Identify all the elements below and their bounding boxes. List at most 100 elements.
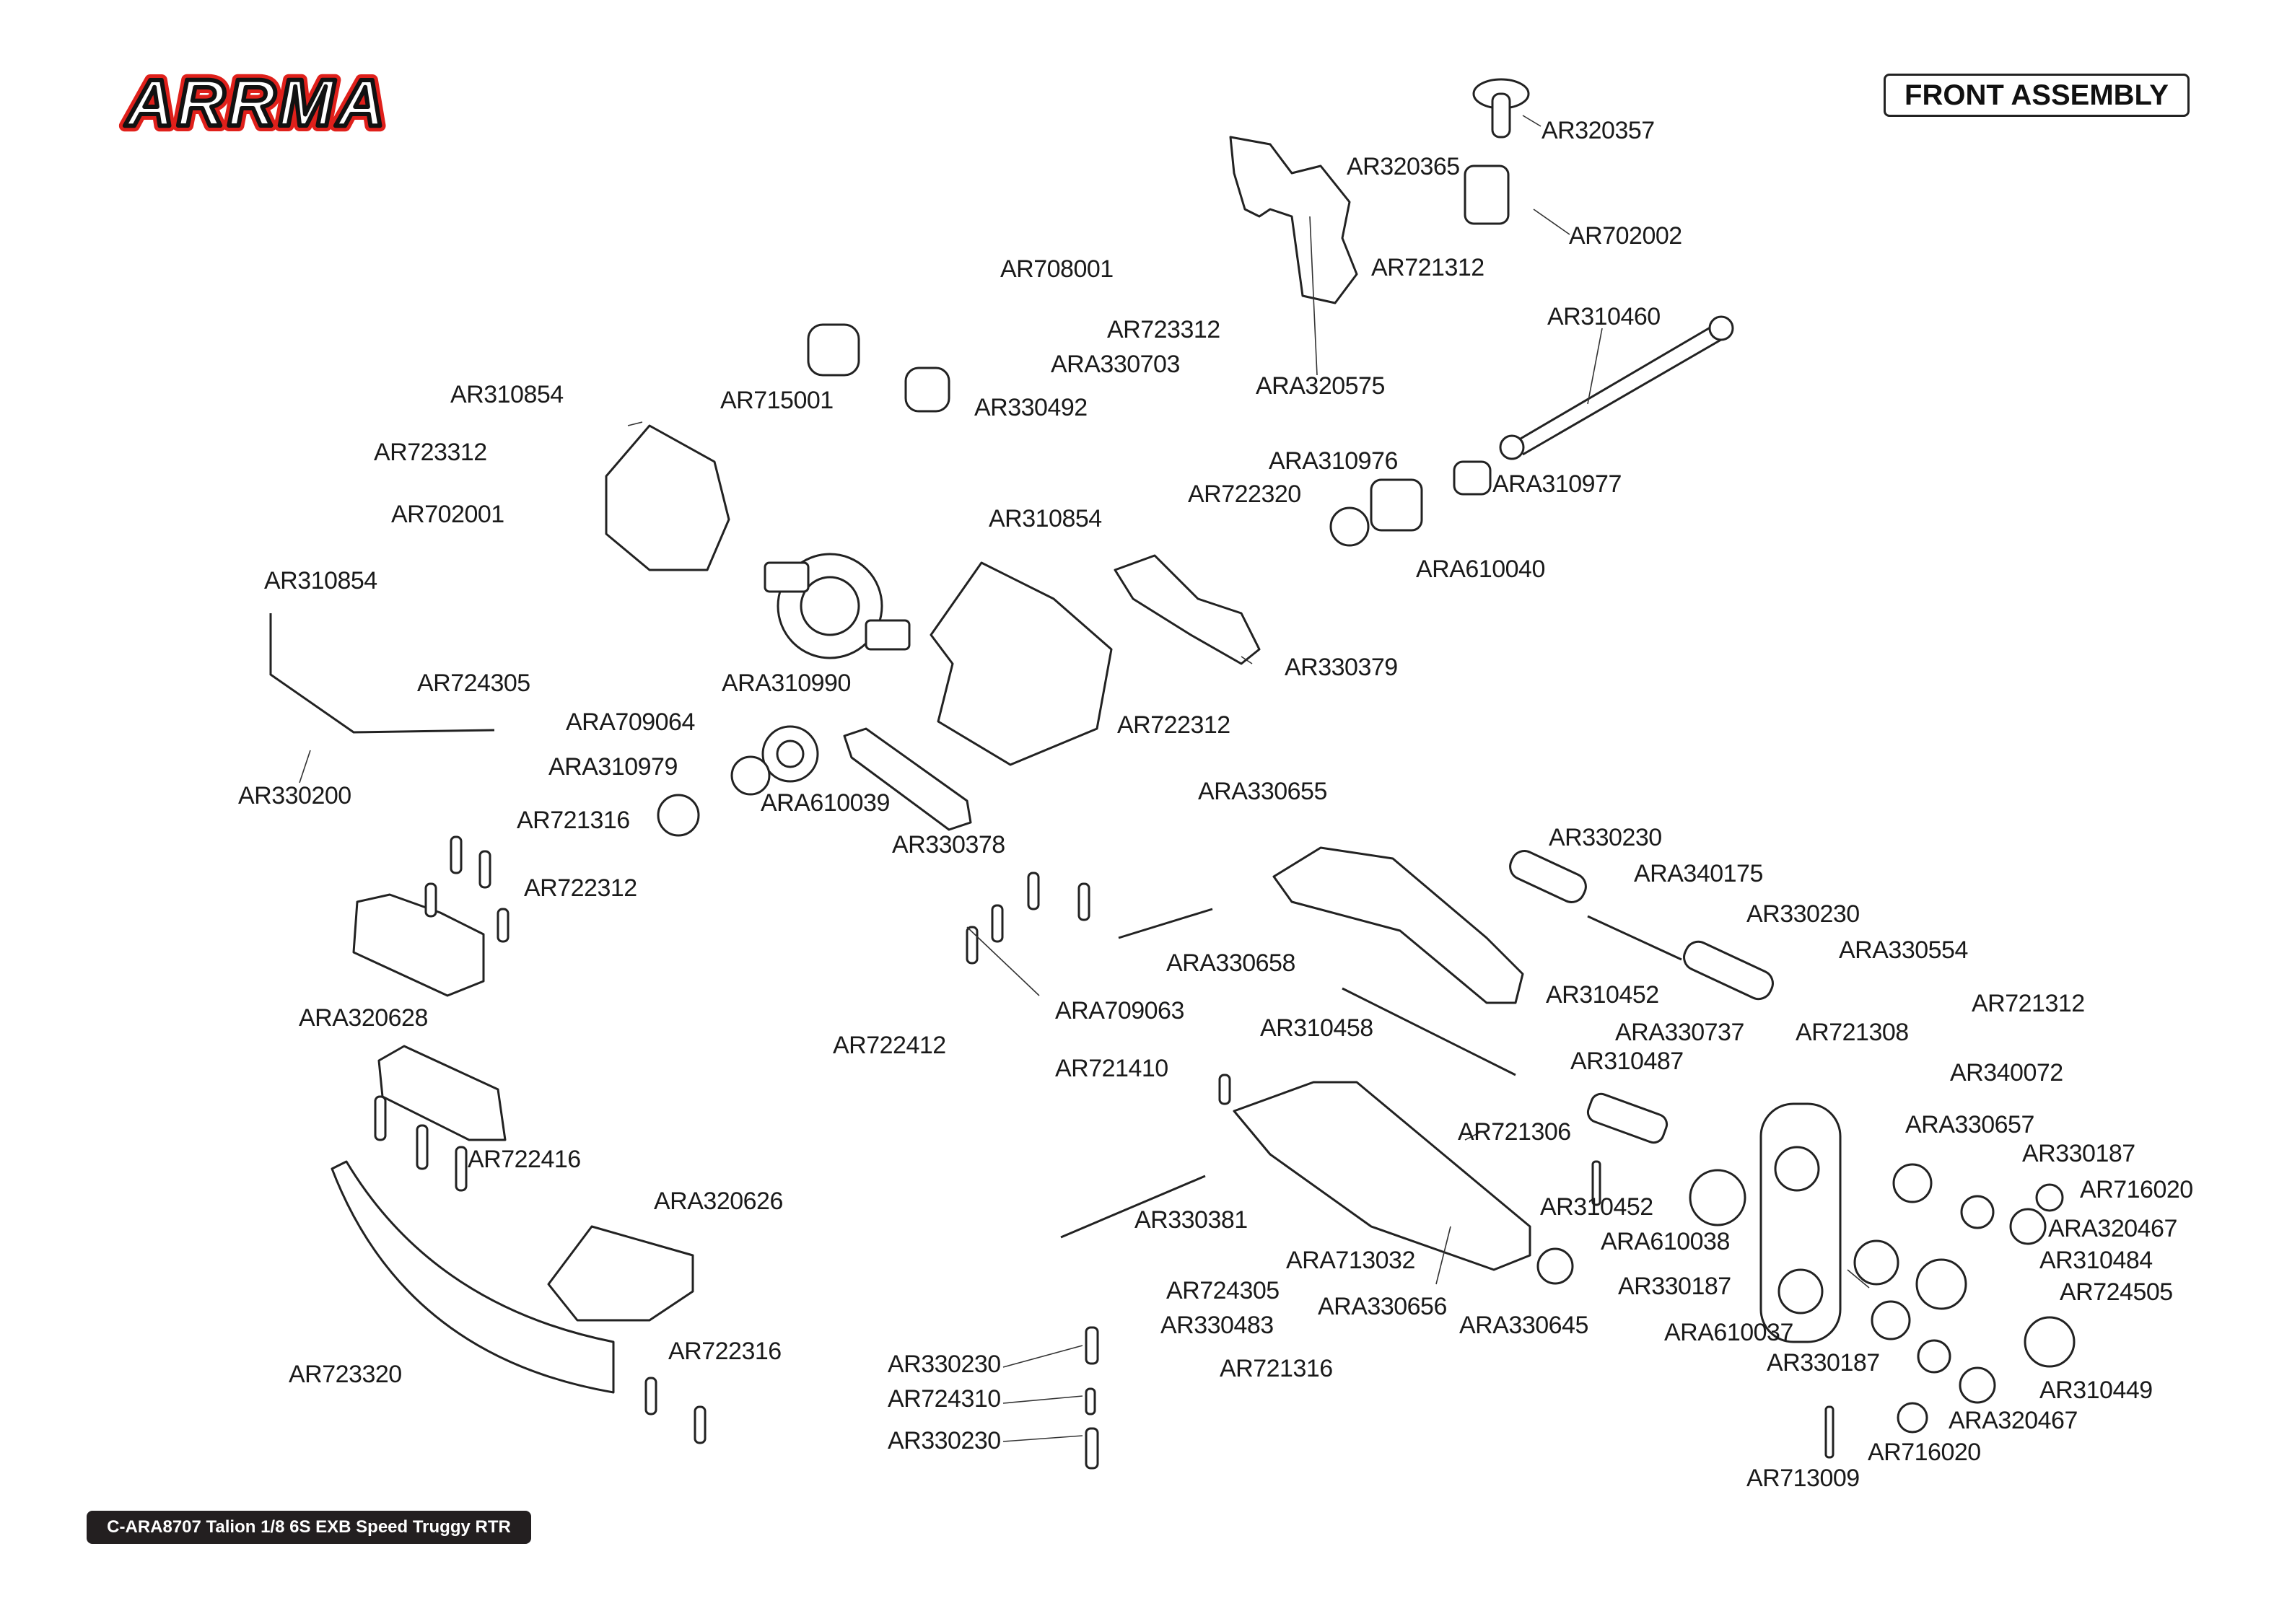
shim-part xyxy=(730,755,771,796)
axle-part xyxy=(1586,1092,1669,1144)
outdrive-part xyxy=(807,323,860,377)
part-label: AR721410 xyxy=(1055,1055,1168,1082)
part-label: AR330187 xyxy=(1767,1349,1880,1377)
turnbuckle-part xyxy=(1587,915,1682,961)
part-label: AR330187 xyxy=(1618,1273,1731,1300)
part-label: AR330381 xyxy=(1134,1206,1248,1234)
brace-part xyxy=(843,727,972,831)
part-label: ARA320467 xyxy=(1949,1407,2078,1434)
shock-tower-part xyxy=(1229,136,1358,304)
svg-text:ARRMA: ARRMA xyxy=(125,69,388,139)
hinge-pin-holder-part xyxy=(352,893,485,997)
part-label: AR721306 xyxy=(1458,1118,1571,1146)
sway-bar-part xyxy=(269,613,495,734)
part-label: AR722312 xyxy=(524,874,637,902)
part-label: AR723312 xyxy=(374,439,487,466)
rod-end-part xyxy=(1509,850,1587,903)
leader-lines xyxy=(299,115,1870,1442)
part-label: AR310484 xyxy=(2039,1247,2153,1274)
pinion-part xyxy=(657,794,700,837)
part-label: ARA610037 xyxy=(1664,1319,1793,1346)
part-label: AR330492 xyxy=(974,394,1088,421)
part-label: AR713009 xyxy=(1746,1465,1860,1492)
part-label: AR330483 xyxy=(1160,1312,1274,1339)
part-label: AR330378 xyxy=(892,831,1005,859)
pinion-housing-part xyxy=(1370,478,1423,532)
ball-stud-part xyxy=(1871,1300,1911,1340)
screws-group xyxy=(374,835,1834,1470)
part-label: AR330379 xyxy=(1285,654,1398,681)
part-label: AR310460 xyxy=(1547,303,1661,330)
part-label: ARA610038 xyxy=(1601,1228,1730,1255)
part-label: ARA330645 xyxy=(1459,1312,1588,1339)
part-label: AR310487 xyxy=(1570,1048,1684,1075)
bearing-part xyxy=(1853,1239,1899,1286)
part-label: AR310854 xyxy=(450,381,564,408)
front-brace-part xyxy=(1114,554,1261,665)
part-label: AR310458 xyxy=(1260,1014,1373,1042)
front-bumper-part xyxy=(331,1160,615,1394)
part-label: ARA330737 xyxy=(1615,1019,1744,1046)
part-label: AR724505 xyxy=(2060,1278,2173,1306)
front-dogbone-part xyxy=(1342,987,1516,1076)
part-label: AR708001 xyxy=(1000,255,1114,283)
diff-cover-part xyxy=(605,424,730,571)
part-label: ARA310990 xyxy=(722,670,851,697)
nut-part xyxy=(2024,1316,2076,1368)
part-label: ARA310979 xyxy=(548,753,678,781)
hinge-pin-brace-part xyxy=(377,1045,507,1141)
bulkhead-part xyxy=(930,561,1113,766)
part-label: AR320357 xyxy=(1541,117,1655,144)
part-label: AR310452 xyxy=(1546,981,1659,1009)
part-label: AR330230 xyxy=(1549,824,1662,851)
ball-stud-part xyxy=(1892,1163,1933,1203)
part-label: AR330230 xyxy=(888,1427,1001,1454)
rod-end-part xyxy=(1683,940,1774,1001)
part-label: AR702001 xyxy=(391,501,504,528)
part-label: AR721316 xyxy=(517,807,630,834)
part-label: AR723312 xyxy=(1107,316,1220,343)
part-label: ARA310976 xyxy=(1269,447,1398,475)
part-label: ARA320467 xyxy=(2048,1215,2177,1242)
model-footer-badge: C-ARA8707 Talion 1/8 6S EXB Speed Truggy… xyxy=(87,1511,531,1544)
part-label: AR722412 xyxy=(833,1032,946,1059)
part-label: ARA610039 xyxy=(761,789,890,817)
part-label: AR702002 xyxy=(1569,222,1682,250)
part-label: ARA330554 xyxy=(1839,936,1968,964)
part-label: AR724305 xyxy=(1166,1277,1280,1304)
part-label: AR310854 xyxy=(989,505,1102,532)
lower-arm-part xyxy=(1233,1081,1531,1271)
bearing-part xyxy=(1689,1169,1746,1226)
part-label: ARA320626 xyxy=(654,1188,783,1215)
body-post-shaft xyxy=(1491,92,1511,139)
part-label: AR723320 xyxy=(289,1361,402,1388)
part-label: AR330200 xyxy=(238,782,351,809)
part-label: AR716020 xyxy=(1868,1439,1981,1466)
part-label: ARA320628 xyxy=(299,1004,428,1032)
part-label: AR320365 xyxy=(1347,153,1460,180)
part-label: ARA310977 xyxy=(1492,470,1622,498)
hinge-pin-part xyxy=(1118,908,1213,939)
part-label: AR715001 xyxy=(720,387,834,414)
bearing-part xyxy=(1329,506,1370,547)
bumper-plate-part xyxy=(547,1225,694,1322)
part-label: AR724310 xyxy=(888,1385,1001,1413)
part-label: ARA320575 xyxy=(1256,372,1385,400)
upper-arm-part xyxy=(1272,846,1524,1004)
part-label: AR721316 xyxy=(1220,1355,1333,1382)
hex-hub-part xyxy=(1915,1258,1967,1310)
part-label: ARA713032 xyxy=(1286,1247,1415,1274)
part-label: AR310452 xyxy=(1540,1193,1653,1221)
part-label: ARA709064 xyxy=(566,708,695,736)
part-label: ARA330655 xyxy=(1198,778,1327,805)
part-label: AR310449 xyxy=(2039,1377,2153,1404)
part-label: AR721308 xyxy=(1796,1019,1909,1046)
part-label: AR722316 xyxy=(668,1338,782,1365)
part-label: AR722312 xyxy=(1117,711,1230,739)
part-label: ARA330703 xyxy=(1051,351,1180,378)
part-label: AR721312 xyxy=(1371,254,1484,281)
part-label: ARA330658 xyxy=(1166,949,1295,977)
part-label: ARA709063 xyxy=(1055,997,1184,1024)
